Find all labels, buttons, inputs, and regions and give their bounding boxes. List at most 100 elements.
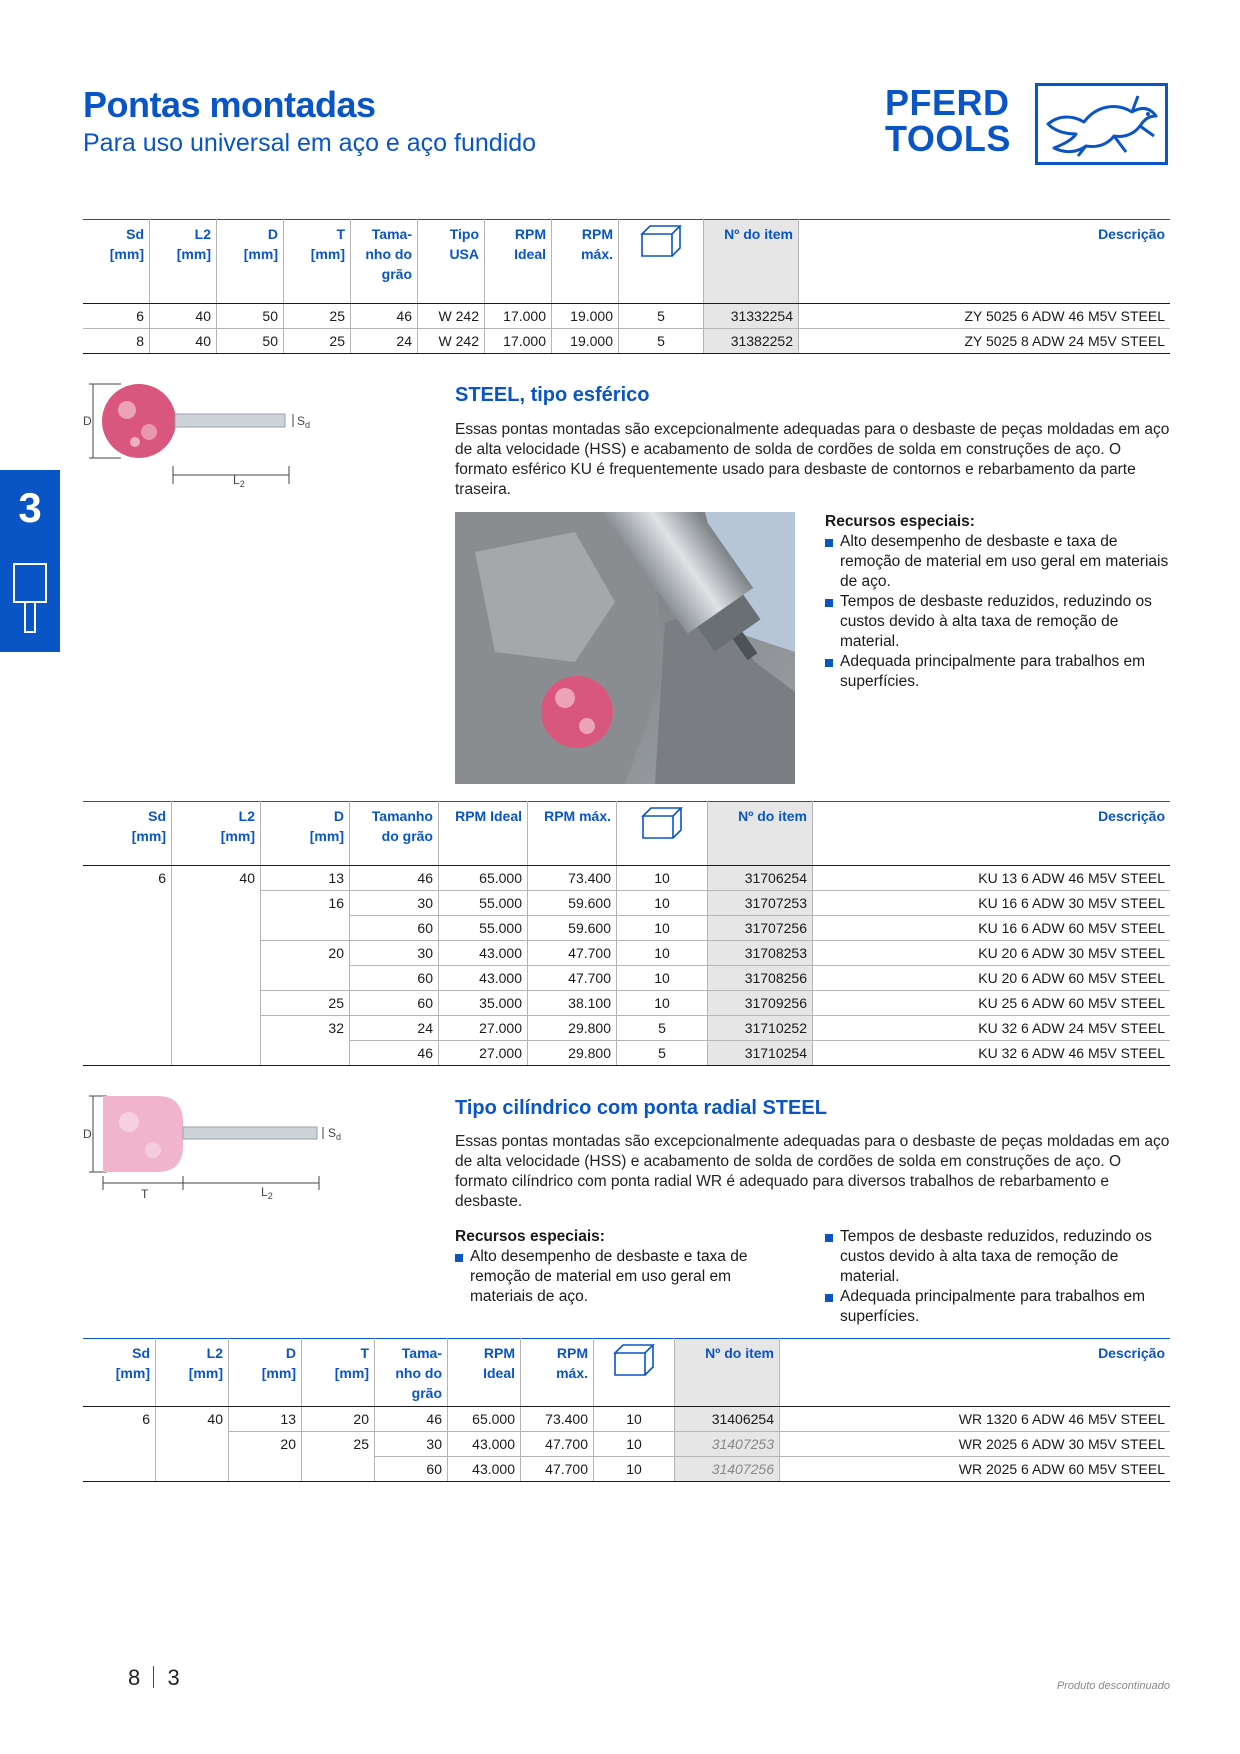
table-cell: 13 (228, 1406, 302, 1432)
table-cell (171, 940, 261, 966)
table-cell: 16 (260, 890, 350, 916)
table-cell: 65.000 (447, 1406, 521, 1432)
table-cell: 46 (349, 1040, 439, 1066)
table-cell: 35.000 (438, 990, 528, 1016)
table-cell: 5 (616, 1015, 708, 1041)
table-cell (171, 890, 261, 916)
features-title: Recursos especiais: (455, 1228, 605, 1245)
table-cell: 60 (349, 990, 439, 1016)
discontinued-note: Produto descontinuado (1056, 1680, 1170, 1692)
col-header: Nº do item (703, 219, 799, 304)
table-cell: 30 (349, 890, 439, 916)
table-cell (301, 1456, 375, 1482)
col-header: Nº do item (707, 801, 813, 866)
table-cell: 20 (260, 940, 350, 966)
features-cylinder-right: Tempos de desbaste reduzidos, reduzindo … (825, 1227, 1170, 1327)
page-divider (153, 1666, 155, 1688)
logo-line-1: PFERD (885, 82, 1010, 123)
table-cell: 10 (616, 940, 708, 966)
ball-point-drawing: D Sd L2 (83, 383, 310, 489)
dim-sd: Sd (297, 414, 310, 430)
col-header: Sd[mm] (83, 219, 150, 304)
table-cell (83, 990, 172, 1016)
table-cell: 24 (350, 328, 418, 354)
table-cell: 8 (83, 328, 150, 354)
product-application-photo (455, 512, 795, 784)
table-cell: ZY 5025 8 ADW 24 M5V STEEL (798, 328, 1170, 354)
table-cell (83, 1015, 172, 1041)
table-cell: 60 (349, 915, 439, 941)
col-header: Sd[mm] (83, 801, 172, 866)
table-cell: 20 (301, 1406, 375, 1432)
table-cell: 25 (301, 1431, 375, 1457)
col-header: Sd[mm] (83, 1338, 156, 1407)
table-cell: 73.400 (520, 1406, 594, 1432)
table-cell: 43.000 (447, 1431, 521, 1457)
table-cell: 55.000 (438, 915, 528, 941)
table-cell: 31708256 (707, 965, 813, 991)
table-cell: 31707256 (707, 915, 813, 941)
table-cell: 24 (349, 1015, 439, 1041)
table-cell: 46 (349, 865, 439, 891)
package-box-icon (613, 1343, 655, 1377)
page-number-value: 8 (128, 1665, 141, 1690)
table-cell (171, 1015, 261, 1041)
table-cell: WR 2025 6 ADW 60 M5V STEEL (779, 1456, 1170, 1482)
chapter-tab[interactable]: 3 (0, 470, 60, 652)
table-cell (155, 1431, 229, 1457)
table-cell (260, 915, 350, 941)
table-cell: 31710254 (707, 1040, 813, 1066)
chapter-number: 3 (18, 484, 42, 531)
dim-sd: Sd (328, 1126, 341, 1142)
table-cell: 10 (616, 990, 708, 1016)
pferd-tools-logo: PFERD TOOLS (885, 83, 1170, 169)
table-cell: 6 (83, 865, 172, 891)
table-cell: 31708253 (707, 940, 813, 966)
page-title: Pontas montadas (83, 84, 376, 125)
table-cell: KU 20 6 ADW 30 M5V STEEL (812, 940, 1170, 966)
table-cell: 30 (374, 1431, 448, 1457)
table-cell: 6 (83, 303, 150, 329)
col-header: Nº do item (674, 1338, 780, 1407)
table-cell: 60 (349, 965, 439, 991)
table-cell: 40 (171, 865, 261, 891)
table-cell (155, 1456, 229, 1482)
table-cell (83, 1456, 156, 1482)
list-item: Tempos de desbaste reduzidos, reduzindo … (825, 592, 1170, 652)
table-cell: 47.700 (527, 940, 617, 966)
table-cell: 47.700 (520, 1431, 594, 1457)
table-cell: 5 (618, 328, 704, 354)
table-cell (83, 965, 172, 991)
col-header: D[mm] (260, 801, 350, 866)
list-item: Alto desempenho de desbaste e taxa de re… (455, 1247, 785, 1307)
page-subtitle: Para uso universal em aço e aço fundido (83, 129, 537, 157)
table-cell (228, 1456, 302, 1482)
table-cell: 47.700 (520, 1456, 594, 1482)
table-cell: 46 (374, 1406, 448, 1432)
table-cell: 43.000 (447, 1456, 521, 1482)
package-box-icon (641, 806, 683, 840)
table-cell: 10 (593, 1406, 675, 1432)
col-header: Descrição (779, 1338, 1170, 1407)
table-cell (83, 1431, 156, 1457)
table-cell: 73.400 (527, 865, 617, 891)
dim-d: D (83, 414, 92, 428)
table-cell: W 242 (417, 303, 485, 329)
table-cell: 59.600 (527, 915, 617, 941)
col-header: Descrição (798, 219, 1170, 304)
table-cell: 50 (216, 303, 284, 329)
